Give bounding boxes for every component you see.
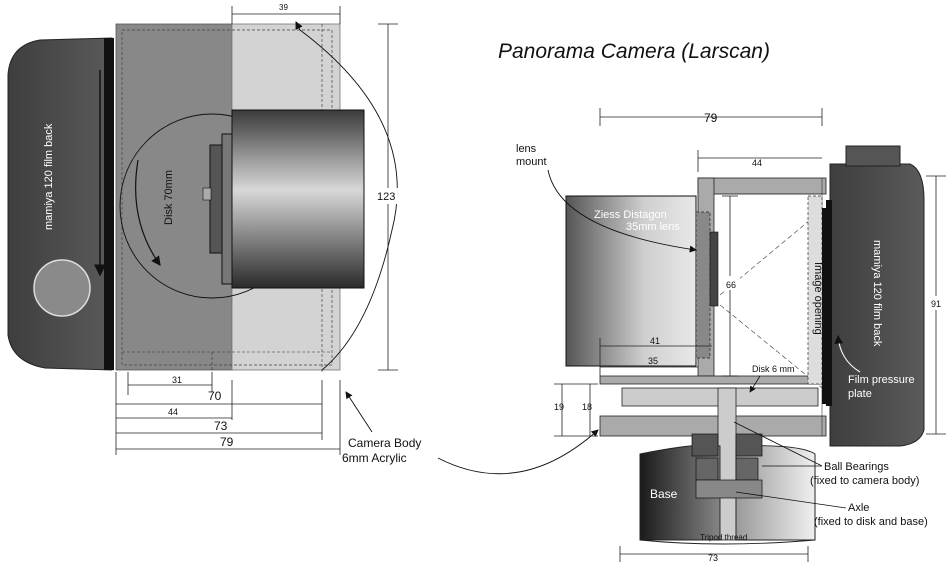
left-lens-body bbox=[231, 109, 365, 289]
dim-left-31: 31 bbox=[172, 375, 182, 385]
right-film-back-edge bbox=[826, 200, 832, 406]
left-rotation-arrow bbox=[135, 159, 161, 266]
bearing-lower-left bbox=[695, 457, 719, 481]
right-film-back-label: mamiya 120 film back bbox=[871, 240, 883, 347]
left-film-back bbox=[7, 37, 113, 371]
body-connector-curve bbox=[437, 429, 599, 475]
dim-right-44: 44 bbox=[752, 158, 762, 168]
image-opening-label: Image opening bbox=[812, 262, 824, 335]
bearings-pointer-1 bbox=[733, 421, 823, 467]
lens-name-line1: Ziess Distagon bbox=[594, 209, 667, 221]
dim-left-70: 70 bbox=[208, 389, 222, 403]
dim-right-66: 66 bbox=[726, 280, 736, 290]
axle-line1: Axle bbox=[848, 502, 869, 514]
dim-right-41: 41 bbox=[650, 336, 660, 346]
left-film-back-knob bbox=[33, 259, 91, 317]
dim-right-35: 35 bbox=[648, 356, 658, 366]
lens-mount-line1: lens bbox=[516, 143, 537, 155]
right-lens-body bbox=[565, 195, 697, 367]
right-body-top bbox=[697, 177, 827, 195]
dim-left-123: 123 bbox=[377, 191, 395, 203]
dim-right-91: 91 bbox=[931, 299, 941, 309]
lens-mount-line2: mount bbox=[516, 156, 547, 168]
left-view: mamiya 120 film back Disk 70mm 39 123 bbox=[7, 3, 599, 475]
right-film-back-knob bbox=[845, 145, 901, 167]
right-lens-flange bbox=[709, 231, 719, 307]
dim-left-79: 79 bbox=[220, 435, 234, 449]
axle-pointer bbox=[735, 491, 847, 509]
lens-mount-arrow bbox=[547, 169, 697, 253]
left-outer-sweep bbox=[299, 29, 398, 371]
pressure-plate-arrow bbox=[834, 334, 861, 373]
bearing-upper-right bbox=[735, 433, 763, 457]
bearing-housing bbox=[695, 479, 763, 499]
right-axle bbox=[717, 387, 737, 541]
body-label-arrow bbox=[345, 391, 373, 433]
disk-6mm-label: Disk 6 mm bbox=[752, 364, 795, 374]
lens-name-line2: 35mm lens bbox=[626, 221, 680, 233]
body-label-line2: 6mm Acrylic bbox=[342, 451, 407, 465]
right-film-back bbox=[829, 163, 925, 447]
bearing-upper-left bbox=[691, 433, 719, 457]
tripod-thread-label: Tripod thread bbox=[700, 533, 747, 542]
dim-right-18: 18 bbox=[582, 402, 592, 412]
dim-right-79: 79 bbox=[704, 111, 718, 125]
diagram-title: Panorama Camera (Larscan) bbox=[498, 40, 770, 63]
left-lens-mount-small bbox=[202, 187, 212, 201]
left-film-back-edge bbox=[104, 38, 114, 370]
pressure-plate-line2: plate bbox=[848, 388, 872, 400]
right-body-bottom bbox=[599, 375, 827, 385]
right-lens-mount bbox=[695, 211, 711, 359]
left-lens-mount-ring bbox=[209, 144, 223, 254]
bearings-line2: (fixed to camera body) bbox=[810, 475, 919, 487]
right-body-base-plate bbox=[599, 415, 827, 437]
bearings-line1: Ball Bearings bbox=[824, 461, 889, 473]
right-view: 79 44 Image opening 66 Ziess Distagon 35… bbox=[516, 108, 946, 563]
left-disk-label: Disk 70mm bbox=[163, 170, 175, 225]
dim-right-73: 73 bbox=[708, 553, 718, 563]
body-label-line1: Camera Body bbox=[348, 436, 421, 450]
dim-right-19: 19 bbox=[554, 402, 564, 412]
bearing-lower-right bbox=[735, 457, 759, 481]
dim-left-44: 44 bbox=[168, 407, 178, 417]
axle-line2: (fixed to disk and base) bbox=[814, 516, 928, 528]
left-lens-barrel bbox=[221, 133, 233, 285]
pressure-plate-line1: Film pressure bbox=[848, 374, 915, 386]
base-label: Base bbox=[650, 487, 678, 501]
dim-left-39: 39 bbox=[279, 3, 288, 12]
dim-left-73: 73 bbox=[214, 419, 228, 433]
left-film-back-label: mamiya 120 film back bbox=[43, 123, 55, 230]
